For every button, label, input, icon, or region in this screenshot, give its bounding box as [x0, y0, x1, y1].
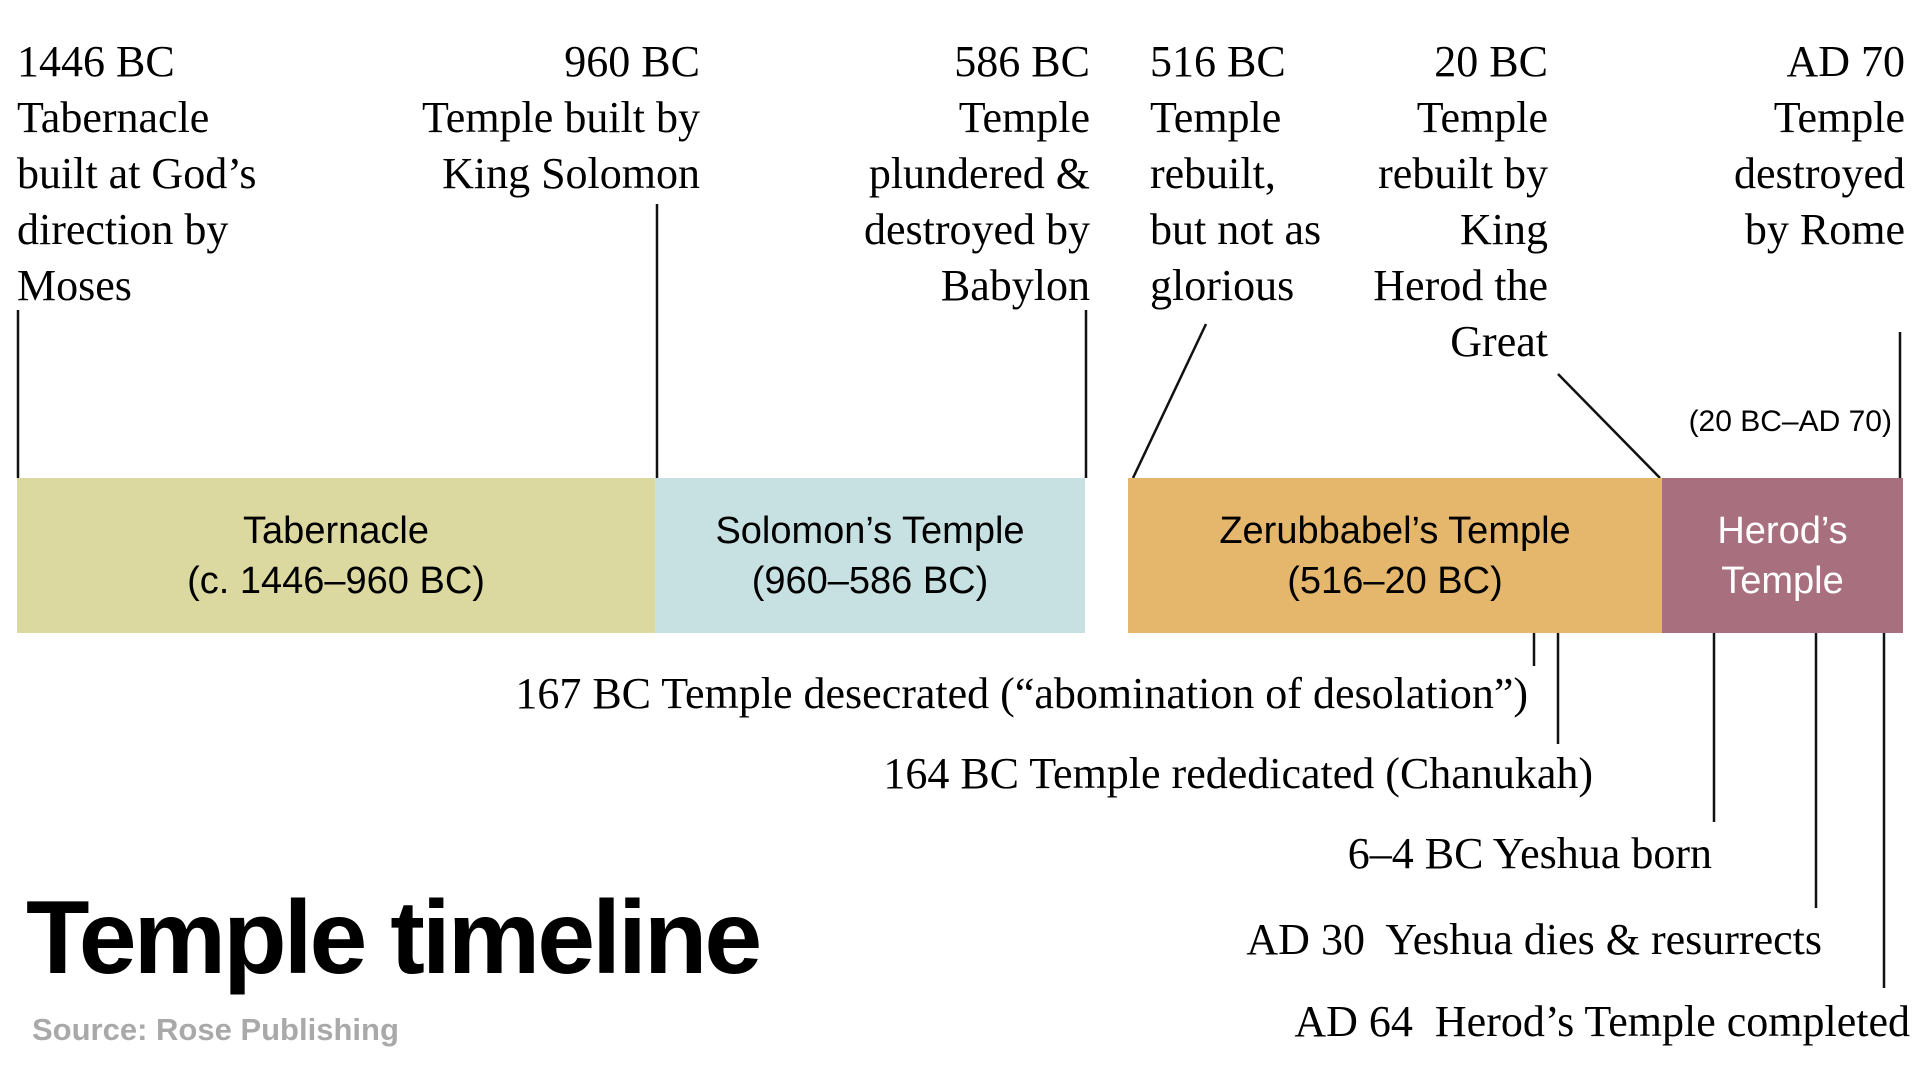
bar-tabernacle: Tabernacle (c. 1446–960 BC)	[17, 478, 655, 633]
bar-herods-temple-label: Herod’s Temple	[1717, 509, 1848, 602]
leader-line-20bc	[1557, 373, 1661, 479]
bar-zerubbabels-temple-label: Zerubbabel’s Temple (516–20 BC)	[1219, 509, 1571, 602]
event-ad30-yeshua-dies: AD 30 Yeshua dies & resurrects	[1246, 915, 1822, 964]
event-ad64-temple-completed: AD 64 Herod’s Temple completed	[1294, 997, 1910, 1046]
event-1446bc-tabernacle-built: 1446 BC Tabernacle built at God’s direct…	[17, 37, 257, 310]
event-960bc-temple-built: 960 BC Temple built by King Solomon	[422, 37, 700, 198]
source-credit: Source: Rose Publishing	[32, 1012, 399, 1047]
event-6-4bc-yeshua-born: 6–4 BC Yeshua born	[1347, 829, 1712, 878]
bar-solomons-temple-label: Solomon’s Temple (960–586 BC)	[715, 509, 1025, 602]
leader-line-516bc	[1131, 323, 1208, 479]
event-167bc-desecrated: 167 BC Temple desecrated (“abomination o…	[515, 669, 1528, 718]
bar-zerubbabels-temple: Zerubbabel’s Temple (516–20 BC)	[1128, 478, 1662, 633]
event-164bc-rededicated: 164 BC Temple rededicated (Chanukah)	[883, 749, 1593, 798]
event-20bc-herod-rebuild: 20 BC Temple rebuilt by King Herod the G…	[1373, 37, 1548, 366]
herod-range-note: (20 BC–AD 70)	[1688, 405, 1892, 438]
event-ad70-rome-destroys: AD 70 Temple destroyed by Rome	[1733, 37, 1905, 254]
page-title: Temple timeline	[26, 880, 762, 996]
event-516bc-temple-rebuilt: 516 BC Temple rebuilt, but not as glorio…	[1150, 37, 1322, 310]
bar-tabernacle-label: Tabernacle (c. 1446–960 BC)	[187, 509, 485, 602]
event-586bc-temple-destroyed: 586 BC Temple plundered & destroyed by B…	[863, 37, 1090, 310]
bar-solomons-temple: Solomon’s Temple (960–586 BC)	[655, 478, 1085, 633]
bar-herods-temple: Herod’s Temple	[1662, 478, 1903, 633]
